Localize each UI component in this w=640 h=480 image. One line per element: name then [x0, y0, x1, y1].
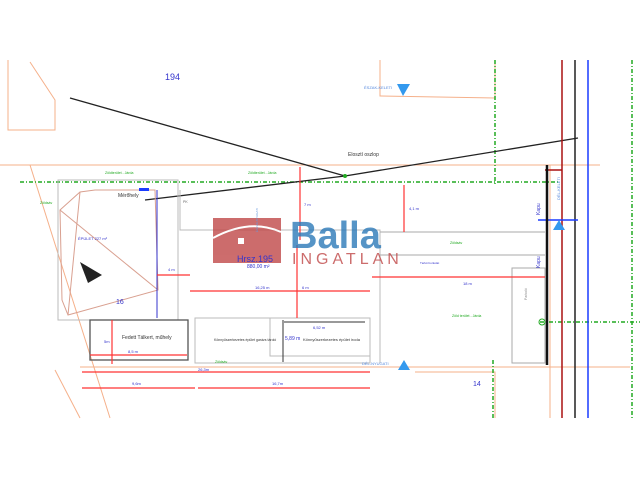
balla-watermark: Balla INGATLAN — [212, 215, 403, 268]
direction-label: DÉL-NYUGATI — [362, 361, 389, 366]
meter-box — [139, 188, 149, 191]
structure2-label: Könnyűszerkezetes épület iroda — [303, 337, 361, 342]
gate-label: Kapu — [536, 203, 542, 215]
meter-label: Mérőhely — [118, 193, 139, 199]
direction-marker-icon — [553, 220, 565, 230]
pole-label: Elosztí oszlop — [348, 152, 379, 158]
building-label: ÉPÜLET 227 m² — [78, 236, 108, 241]
dim-5m: 5m — [104, 339, 110, 344]
dim-4m: 4 m — [168, 267, 175, 272]
dim-16-7m: 16,7m — [272, 381, 284, 386]
watermark-sub: INGATLAN — [292, 251, 403, 268]
dim-9-6m: 9,6m — [132, 381, 142, 386]
watermark-brand: Balla — [290, 215, 382, 257]
green-area-label: Zöldterület - Járda — [248, 171, 276, 175]
dim-8-5m: 8,5 m — [128, 349, 139, 354]
dimension-black — [282, 320, 365, 362]
dim-7m: 7 m — [304, 202, 311, 207]
pole-marker — [343, 174, 347, 178]
parcel-195-area: 880,00 m² — [247, 264, 270, 270]
structure1-label: Könnyűszerkezetes épület garázs tároló — [214, 338, 276, 342]
north-arrow-icon — [80, 262, 102, 283]
green-area-label: Zöldsáv — [450, 241, 463, 245]
dim-6m: 6 m — [302, 285, 309, 290]
dimension-lines — [82, 167, 545, 389]
workshop-label: Fedett Tálkert, műhely — [122, 335, 172, 341]
hydrant-marker — [538, 318, 546, 326]
dim-6-52m: 6,52 m — [313, 325, 326, 330]
direction-marker-icon — [398, 360, 410, 370]
pk-label: PK — [183, 200, 188, 204]
direction-marker-icon — [397, 84, 410, 96]
direction-label: ÉSZAK-NYUGATI — [254, 208, 259, 232]
direction-label: ÉSZAK-KELETI — [364, 85, 392, 90]
parcel-lines — [0, 60, 630, 419]
dim-16-25m: 16,25 m — [255, 285, 270, 290]
direction-label: DÉL-KELETI — [556, 177, 561, 200]
green-area-label: Zöldsáv — [215, 360, 228, 364]
green-area-label: Zöldterület - Járda — [105, 171, 133, 175]
parking-label: Parkoló — [524, 288, 528, 300]
parcel-14: 14 — [473, 381, 481, 388]
paved-label: Térkő burkolat — [420, 261, 439, 265]
dim-4-1m: 4,1 m — [409, 206, 420, 211]
utility-lines — [538, 60, 589, 418]
dim-26-3m: 26,3m — [198, 367, 210, 372]
gate-label: Kapu — [536, 256, 542, 268]
green-area-label: Zöldsáv — [40, 201, 53, 205]
dim-18m: 18 m — [463, 281, 473, 286]
power-line — [69, 97, 579, 201]
parcel-194: 194 — [165, 72, 180, 82]
green-area-label: Zöld terület - Járda — [452, 314, 481, 318]
parcel-16: 16 — [116, 299, 124, 306]
parcel-195: Hrsz.195 — [237, 254, 273, 264]
buildings — [57, 179, 546, 364]
dim-5-89m: 5,89 m — [285, 336, 300, 342]
